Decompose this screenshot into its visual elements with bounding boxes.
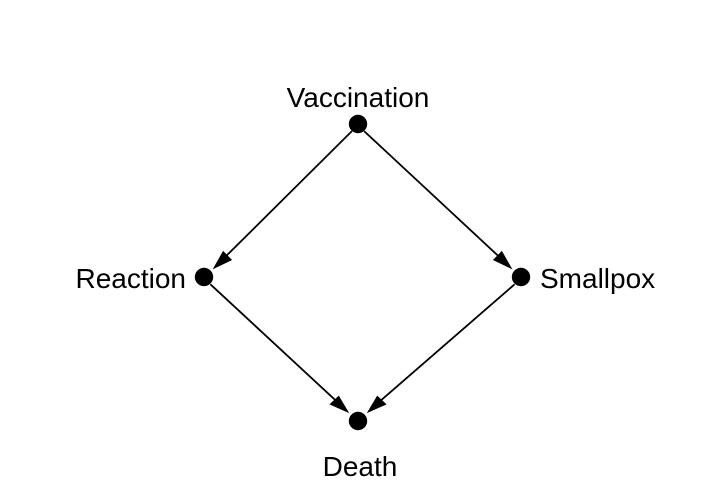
arrowhead-smallpox-death	[366, 395, 387, 414]
node-vaccination[interactable]: Vaccination	[287, 82, 430, 134]
edge-line-reaction-death	[209, 283, 345, 409]
edge-vaccination-smallpox	[363, 130, 513, 270]
node-group: Vaccination Reaction Smallpox Death	[75, 82, 655, 482]
edge-reaction-death	[209, 283, 350, 414]
node-label-death: Death	[323, 451, 398, 482]
edge-vaccination-reaction	[212, 130, 353, 270]
node-death[interactable]: Death	[323, 411, 398, 482]
node-dot-smallpox[interactable]	[511, 267, 531, 287]
node-reaction[interactable]: Reaction	[75, 263, 214, 294]
edge-smallpox-death	[366, 283, 516, 414]
arrowhead-vaccination-reaction	[212, 250, 233, 270]
node-label-vaccination: Vaccination	[287, 82, 430, 113]
node-dot-reaction[interactable]	[194, 267, 214, 287]
edge-line-smallpox-death	[371, 283, 516, 409]
edge-line-vaccination-reaction	[217, 130, 353, 265]
node-label-reaction: Reaction	[75, 263, 186, 294]
node-label-smallpox: Smallpox	[540, 263, 655, 294]
node-dot-death[interactable]	[348, 411, 368, 431]
node-dot-vaccination[interactable]	[348, 114, 368, 134]
arrowhead-reaction-death	[329, 395, 350, 414]
node-smallpox[interactable]: Smallpox	[511, 263, 655, 294]
edge-line-vaccination-smallpox	[363, 130, 508, 265]
edge-group	[209, 130, 516, 414]
arrowhead-vaccination-smallpox	[492, 250, 513, 270]
